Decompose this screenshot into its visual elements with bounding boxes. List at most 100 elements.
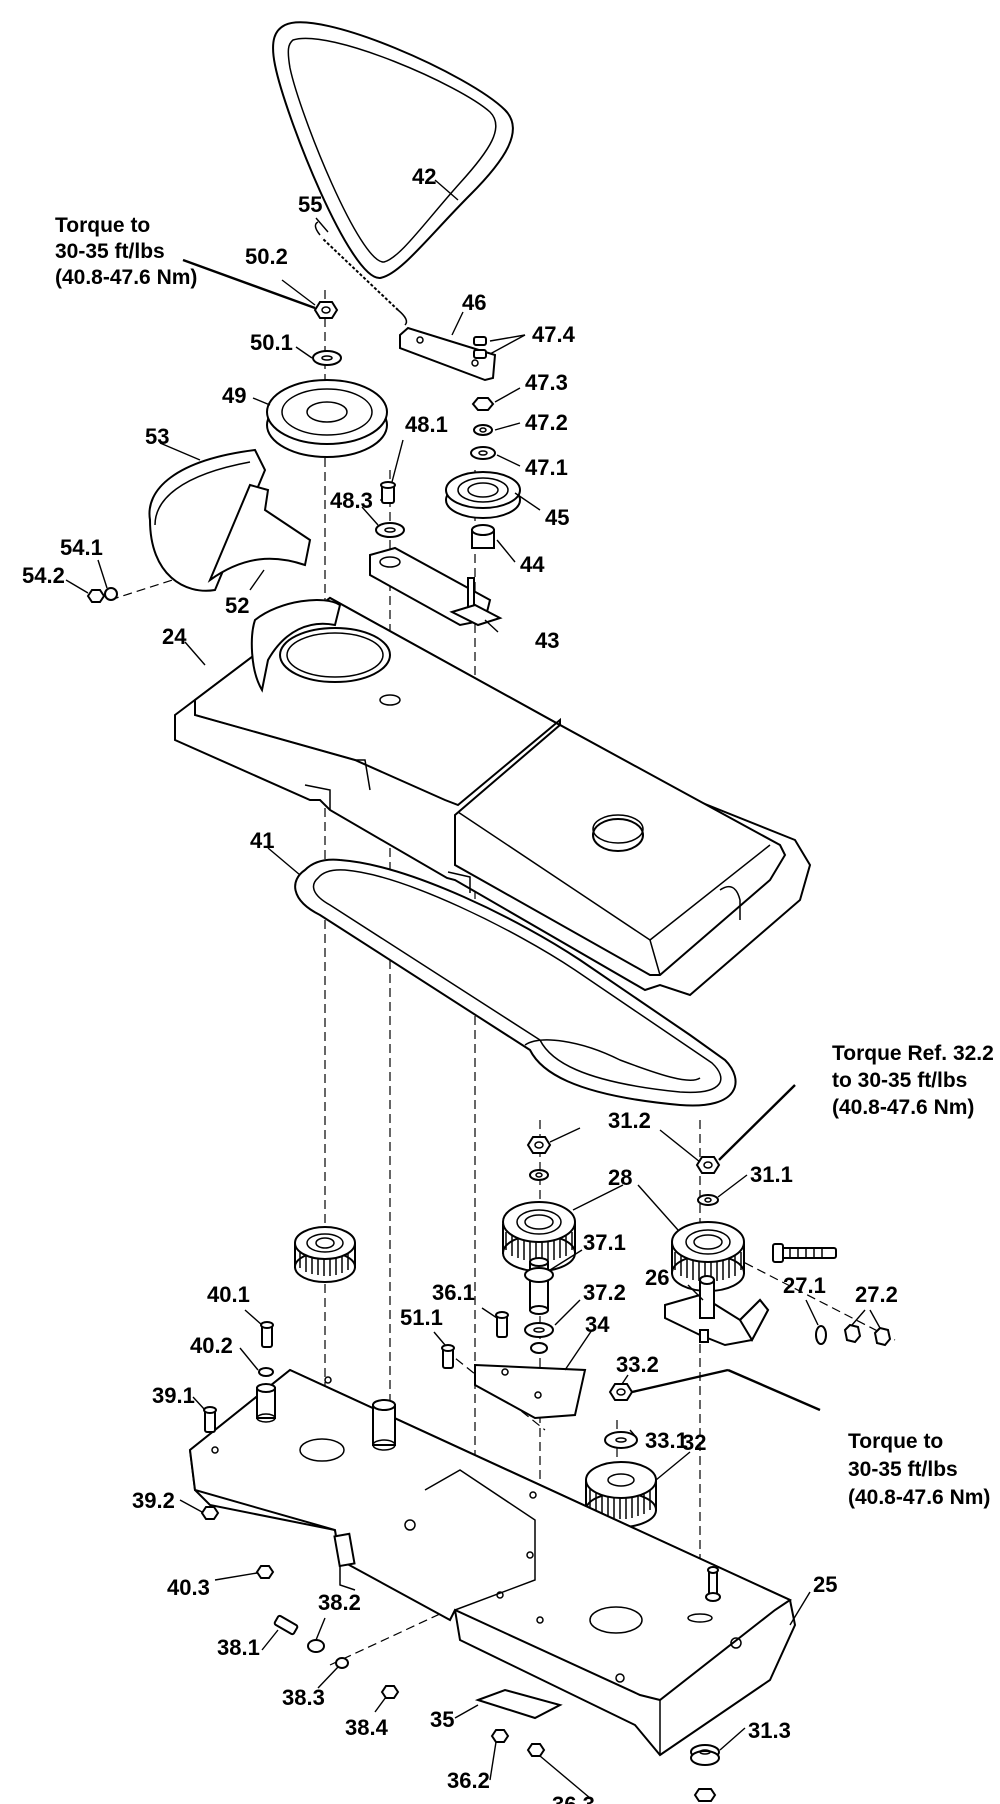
plate-35 (474, 1688, 563, 1720)
label-36-1: 36.1 (432, 1280, 475, 1305)
label-37-1: 37.1 (583, 1230, 626, 1255)
sprocket-28b (671, 1221, 745, 1292)
nut-36-3 (526, 1743, 546, 1757)
bolt-38-1 (273, 1614, 299, 1636)
nut-39-2 (200, 1506, 220, 1520)
bolt-40-1 (260, 1321, 274, 1348)
label-50-1: 50.1 (250, 330, 293, 355)
sprocket-28a (502, 1201, 576, 1272)
label-50-2: 50.2 (245, 244, 288, 269)
washer-54-1 (104, 587, 118, 601)
label-43: 43 (535, 628, 559, 653)
label-34: 34 (585, 1312, 610, 1337)
label-31-2: 31.2 (608, 1108, 651, 1133)
label-47-2: 47.2 (525, 410, 568, 435)
label-36-2: 36.2 (447, 1768, 490, 1793)
upper-cover-24 (174, 596, 812, 997)
label-47-4: 47.4 (532, 322, 576, 347)
label-48-3: 48.3 (330, 488, 373, 513)
idler-bracket-26 (664, 1275, 770, 1347)
nut-27-2b (873, 1326, 892, 1347)
washer-37-2 (524, 1322, 554, 1338)
nut-47-3 (471, 397, 495, 411)
spring-55 (314, 221, 408, 326)
label-38-1: 38.1 (217, 1635, 260, 1660)
label-44: 44 (520, 552, 545, 577)
washer-31-1 (697, 1194, 719, 1206)
label-35: 35 (430, 1707, 454, 1732)
washer-47-2 (473, 424, 493, 436)
label-38-3: 38.3 (282, 1685, 325, 1710)
label-33-2: 33.2 (616, 1352, 659, 1377)
label-25: 25 (813, 1572, 837, 1597)
label-27-1: 27.1 (783, 1273, 826, 1298)
nut-36-2 (490, 1729, 510, 1743)
label-32: 32 (682, 1430, 706, 1455)
label-36-3: 36.3 (552, 1792, 595, 1804)
bolt-36-1 (495, 1311, 509, 1338)
label-53: 53 (145, 424, 169, 449)
label-45: 45 (545, 505, 569, 530)
washer-50-1 (312, 350, 342, 366)
washer-31-2a (529, 1169, 549, 1181)
torque-note-ref: Torque Ref. 32.2 to 30-35 ft/lbs (40.8-4… (832, 1042, 994, 1119)
washer-38-3 (335, 1657, 349, 1669)
discharge-chute-53 (148, 448, 267, 592)
bolt-51-1 (441, 1344, 455, 1369)
label-55: 55 (298, 192, 322, 217)
label-38-4: 38.4 (345, 1715, 389, 1740)
washer-31-3 (690, 1744, 720, 1766)
nut-54-2 (86, 589, 106, 603)
nut-27-2a (843, 1323, 862, 1344)
label-28: 28 (608, 1165, 632, 1190)
spacer-44 (471, 524, 495, 549)
hardware-47-4 (473, 336, 487, 359)
label-51-1: 51.1 (400, 1305, 443, 1330)
label-39-2: 39.2 (132, 1488, 175, 1513)
nut-38-4 (380, 1685, 400, 1699)
leader-lines (65, 179, 881, 1799)
nut-40-3 (255, 1565, 275, 1579)
label-26: 26 (645, 1265, 669, 1290)
label-40-3: 40.3 (167, 1575, 210, 1600)
torque-note-mid-line1: Torque to (848, 1430, 943, 1453)
sprocket-left (294, 1226, 356, 1283)
drive-belt-41 (294, 858, 737, 1107)
nut-31-2b (695, 1156, 721, 1174)
label-31-3: 31.3 (748, 1718, 791, 1743)
torque-note-ref-line2: to 30-35 ft/lbs (832, 1069, 967, 1092)
chute-deflector-52 (207, 483, 312, 583)
nut-33-2 (608, 1383, 634, 1401)
nut-31-3 (693, 1788, 717, 1802)
label-47-3: 47.3 (525, 370, 568, 395)
bolt-48-1 (380, 481, 396, 504)
label-49: 49 (222, 383, 246, 408)
bolt-27 (772, 1243, 837, 1263)
torque-note-top: Torque to 30-35 ft/lbs (40.8-47.6 Nm) (55, 214, 197, 289)
label-40-2: 40.2 (190, 1333, 233, 1358)
washer-47-1 (470, 446, 496, 460)
torque-note-mid-line2: 30-35 ft/lbs (848, 1458, 958, 1481)
label-38-2: 38.2 (318, 1590, 361, 1615)
idler-pulley-45 (445, 471, 521, 519)
washer-27-1 (815, 1325, 827, 1345)
label-37-2: 37.2 (583, 1280, 626, 1305)
label-47-1: 47.1 (525, 455, 568, 480)
nut-50-2 (313, 301, 339, 319)
label-27-2: 27.2 (855, 1282, 898, 1307)
label-40-1: 40.1 (207, 1282, 250, 1307)
torque-note-ref-line3: (40.8-47.6 Nm) (832, 1096, 974, 1119)
label-39-1: 39.1 (152, 1383, 195, 1408)
spindle-37-1 (524, 1257, 554, 1315)
idler-arm-46 (399, 326, 497, 382)
base-plate-25 (188, 1368, 797, 1757)
washer-33-1 (604, 1431, 638, 1449)
v-belt-42 (272, 21, 514, 280)
part-labels: 42 55 50.2 50.1 49 46 47.4 47.3 47.2 47.… (22, 164, 898, 1804)
torque-note-mid: Torque to 30-35 ft/lbs (40.8-47.6 Nm) (848, 1430, 990, 1509)
washer-48-3 (375, 522, 405, 538)
plate-34 (474, 1363, 587, 1420)
label-52: 52 (225, 593, 249, 618)
bolt-39-1 (203, 1406, 217, 1433)
